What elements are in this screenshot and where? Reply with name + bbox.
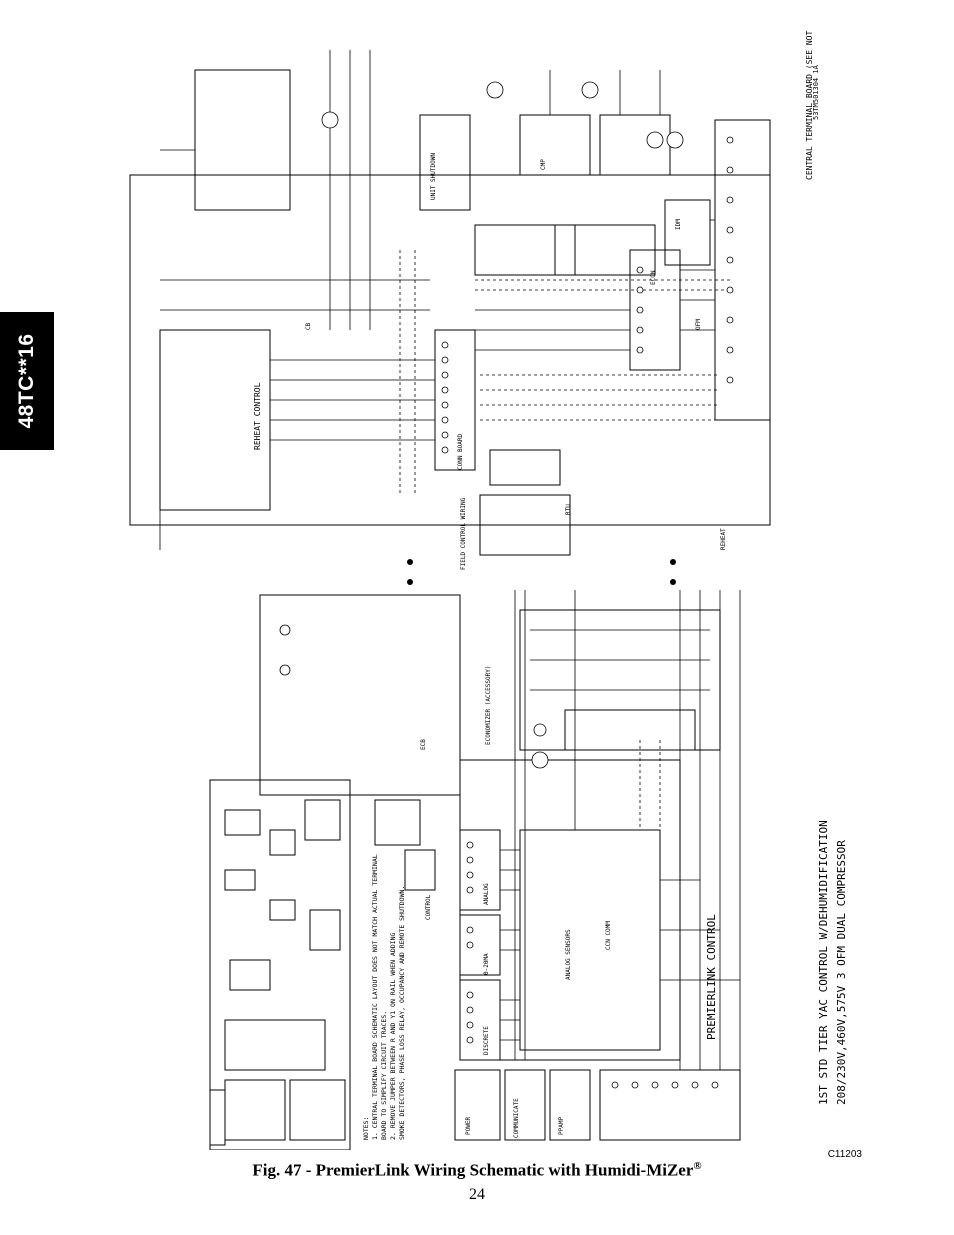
note-1: 1. CENTRAL TERMINAL BOARD SCHEMATIC LAYO…	[371, 854, 379, 1140]
figure-id: C11203	[827, 1149, 862, 1160]
economizer-frame	[519, 609, 721, 751]
board-part	[269, 829, 296, 856]
wiring-schematic: 1ST STD TIER YAC CONTROL W/DEHUMIDIFICAT…	[100, 30, 860, 1150]
note-2: 2. REMOVE JUMPER BETWEEN R AND Y1 ON RAI…	[389, 933, 397, 1140]
j8-block	[599, 1069, 741, 1141]
tb-block	[519, 829, 661, 1051]
economizer-inner	[564, 709, 696, 751]
field-wiring-label: FIELD CONTROL WIRING	[460, 497, 467, 570]
note-2b: SMOKE DETECTORS, PHASE LOSS RELAY, OCCUP…	[398, 886, 406, 1140]
econ-plug-box	[474, 224, 576, 276]
communicate-label: COMMUNICATE	[513, 1098, 520, 1138]
ecb-label: ECB	[420, 739, 427, 750]
analog-label: ANALOG	[483, 883, 490, 905]
board-part	[269, 899, 296, 921]
central-board-label: CENTRAL TERMINAL BOARD (SEE NOTE 1)	[805, 30, 814, 180]
drawing-number: 53TM501304 1A	[812, 64, 820, 120]
conn-board-label: CONN BOARD	[457, 433, 464, 470]
figure-caption-text: Fig. 47 - PremierLink Wiring Schematic w…	[252, 1160, 694, 1180]
field-wiring-box	[479, 494, 571, 556]
unit-shutdown-label: UNIT SHUTDOWN	[430, 153, 437, 200]
compressor-1-box	[519, 114, 591, 176]
economizer-label: ECONOMIZER (ACCESSORY)	[485, 666, 492, 745]
board-part	[304, 799, 341, 841]
ofm-label: OFM	[695, 319, 702, 330]
reheat-relays-label: REHEAT	[720, 528, 727, 550]
idm-box	[664, 199, 711, 266]
wiring-schematic-svg: 1ST STD TIER YAC CONTROL W/DEHUMIDIFICAT…	[129, 30, 848, 1150]
discrete-label: DISCRETE	[483, 1026, 490, 1055]
board-part	[309, 909, 341, 951]
control-label: CONTROL	[425, 894, 432, 920]
discrete-block	[459, 979, 501, 1061]
section-tab-label: 48TC**16	[15, 333, 38, 429]
board-part	[224, 1079, 286, 1141]
fan-relay-box	[194, 69, 291, 211]
power-block	[454, 1069, 501, 1141]
board-part	[209, 1089, 226, 1146]
page-number: 24	[469, 1186, 485, 1203]
registered-mark: ®	[693, 1160, 702, 1172]
ma-label: 0-20MA	[483, 953, 490, 975]
unit-section-frame	[129, 174, 771, 526]
analog-block	[459, 829, 501, 911]
conn-board-box	[434, 329, 476, 471]
communicate-block	[504, 1069, 546, 1141]
terminal-strip-box	[489, 449, 561, 486]
board-part	[224, 1019, 326, 1071]
note-1b: BOARD TO SIMPLIFY CIRCUIT TRACES.	[380, 1011, 388, 1140]
figure-caption: Fig. 47 - PremierLink Wiring Schematic w…	[0, 1160, 954, 1181]
ma-block	[459, 914, 501, 976]
board-part	[229, 959, 271, 991]
idm-plug-box	[554, 224, 656, 276]
title-line-2: 208/230V,460V,575V 3 OFM DUAL COMPRESSOR	[835, 840, 848, 1105]
idm-label: IDM	[675, 219, 682, 230]
sensor-box-1	[374, 799, 421, 846]
analog-sensors-label: ANALOG SENSORS	[565, 929, 572, 980]
central-terminal-box	[714, 119, 771, 421]
power-label: POWER	[465, 1117, 472, 1135]
section-tab: 48TC**16	[0, 312, 54, 450]
board-part	[289, 1079, 346, 1141]
econ-label: ECON	[650, 270, 657, 285]
ccn-comm-label: CCN COMM	[605, 921, 612, 950]
cmp-label: CMP	[540, 159, 547, 170]
title-line-1: 1ST STD TIER YAC CONTROL W/DEHUMIDIFICAT…	[817, 820, 830, 1105]
board-part	[224, 869, 256, 891]
unit-shutdown-box	[419, 114, 471, 211]
reheat-label: REHEAT CONTROL	[253, 382, 262, 450]
sensor-box-2	[404, 849, 436, 891]
premierlink-label: PREMIERLINK CONTROL	[705, 914, 718, 1040]
ecb-section-frame	[259, 594, 461, 796]
ppamp-block	[549, 1069, 591, 1141]
cb-label: CB	[305, 322, 312, 330]
notes-title: NOTES:	[362, 1117, 370, 1140]
ppamp-label: PPAMP	[558, 1117, 565, 1135]
board-part	[224, 809, 261, 836]
rtu-label: RTU	[565, 504, 572, 515]
board-layout-frame	[209, 779, 351, 1150]
